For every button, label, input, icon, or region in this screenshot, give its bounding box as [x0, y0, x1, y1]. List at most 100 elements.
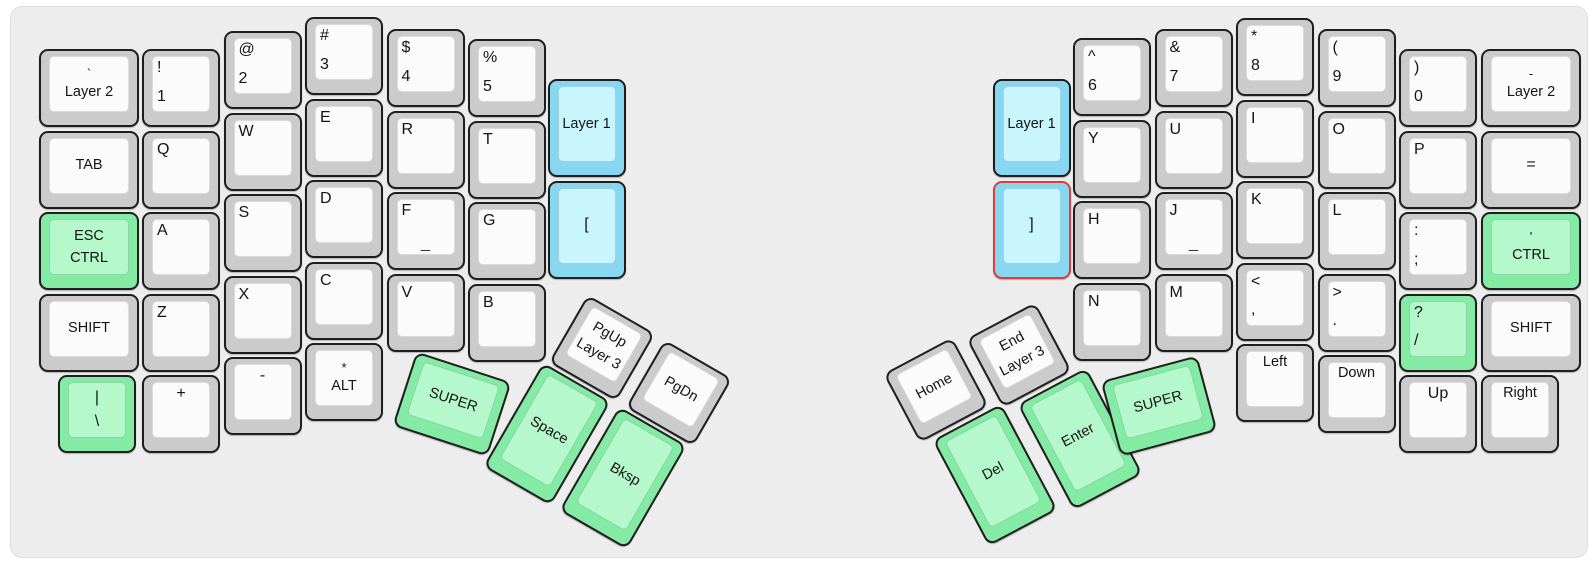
key-pgdn-legend-0: PgDn — [661, 372, 701, 405]
key-8[interactable]: *8 — [1236, 18, 1314, 96]
key-m[interactable]: M — [1154, 273, 1233, 352]
key-j[interactable]: J_ — [1154, 192, 1233, 270]
key-s[interactable]: S — [223, 194, 302, 272]
key-z[interactable]: Z — [142, 293, 220, 372]
key-period[interactable]: >. — [1317, 273, 1396, 352]
key-left-bracket-face: [ — [557, 187, 616, 264]
key-4-face: $4 — [396, 36, 455, 92]
key-3[interactable]: #3 — [305, 17, 383, 95]
key-k[interactable]: K — [1236, 181, 1314, 259]
key-q-legend-0: Q — [157, 140, 170, 158]
key-i-legend-0: I — [1251, 109, 1256, 127]
key-pgdn-face: PgDn — [641, 350, 721, 428]
key-w-legend-0: W — [238, 122, 254, 140]
key-i[interactable]: I — [1236, 99, 1314, 178]
key-7-face: &7 — [1164, 36, 1223, 92]
key-b[interactable]: B — [468, 283, 546, 362]
key-1[interactable]: !1 — [142, 49, 220, 127]
key-y-face: Y — [1083, 126, 1141, 183]
key-r[interactable]: R — [386, 110, 465, 189]
key-slash[interactable]: ?/ — [1399, 293, 1477, 372]
key-super-right[interactable]: SUPER — [1100, 355, 1218, 457]
key-u[interactable]: U — [1154, 110, 1233, 189]
key-layer2-right[interactable]: -Layer 2 — [1481, 49, 1581, 127]
key-n[interactable]: N — [1073, 282, 1151, 361]
key-v[interactable]: V — [386, 273, 465, 352]
key-minus-left-legend-0: - — [259, 367, 266, 384]
key-enter-legend-0: Enter — [1058, 419, 1097, 451]
key-d[interactable]: D — [305, 180, 383, 258]
key-tab[interactable]: TAB — [39, 130, 139, 209]
key-arrow-down-legend-0: Down — [1337, 365, 1376, 381]
key-arrow-right[interactable]: Right — [1481, 375, 1559, 453]
key-layer2-left-legend-1: Layer 2 — [64, 84, 114, 101]
key-x-face: X — [233, 282, 292, 339]
key-layer1-left[interactable]: Layer 1 — [547, 79, 626, 177]
key-comma-legend-0: < — [1251, 272, 1261, 290]
key-w[interactable]: W — [223, 112, 302, 191]
key-4-legend-0: $ — [401, 39, 411, 56]
key-m-legend-0: M — [1169, 283, 1183, 301]
key-t-face: T — [478, 127, 536, 184]
key-s-face: S — [233, 201, 292, 257]
key-equals[interactable]: = — [1481, 130, 1581, 209]
key-pipe-backslash[interactable]: |\ — [58, 375, 136, 453]
key-e[interactable]: E — [305, 98, 383, 177]
key-6-legend-1: 6 — [1088, 76, 1097, 94]
key-shift-left[interactable]: SHIFT — [39, 293, 139, 372]
key-plus-face: + — [152, 382, 210, 438]
key-9[interactable]: (9 — [1317, 29, 1396, 107]
key-quote-ctrl[interactable]: 'CTRL — [1481, 212, 1581, 290]
key-semicolon-legend-1: ; — [1414, 250, 1419, 268]
key-y[interactable]: Y — [1073, 119, 1151, 198]
key-layer2-left[interactable]: ` Layer 2 — [39, 49, 139, 127]
key-comma[interactable]: <, — [1236, 262, 1314, 341]
key-del-face: Del — [944, 414, 1042, 529]
key-h[interactable]: H — [1073, 201, 1151, 279]
key-semicolon[interactable]: :; — [1399, 212, 1477, 290]
key-plus[interactable]: + — [142, 375, 220, 453]
key-k-legend-0: K — [1251, 191, 1262, 208]
key-a-legend-0: A — [157, 222, 168, 239]
key-u-legend-0: U — [1169, 120, 1182, 138]
key-a[interactable]: A — [142, 212, 220, 290]
key-s-legend-0: S — [238, 204, 250, 221]
key-5[interactable]: %5 — [468, 39, 546, 117]
key-0[interactable]: )0 — [1399, 49, 1477, 127]
key-9-legend-0: ( — [1332, 39, 1338, 56]
key-right-bracket[interactable]: ] — [992, 180, 1071, 279]
key-h-legend-0: H — [1088, 211, 1100, 228]
key-t[interactable]: T — [468, 120, 546, 199]
key-left-bracket[interactable]: [ — [547, 180, 626, 279]
key-minus-left[interactable]: - — [223, 357, 302, 435]
key-arrow-left[interactable]: Left — [1236, 344, 1314, 422]
key-3-legend-0: # — [320, 27, 329, 44]
key-arrow-up-face: Up — [1409, 382, 1467, 438]
key-6[interactable]: ^6 — [1073, 38, 1151, 116]
key-4[interactable]: $4 — [386, 29, 465, 107]
key-9-legend-1: 9 — [1332, 67, 1342, 85]
key-l[interactable]: L — [1317, 192, 1396, 270]
key-super-left[interactable]: SUPER — [392, 351, 512, 457]
key-arrow-up[interactable]: Up — [1399, 375, 1477, 453]
key-f[interactable]: F_ — [386, 192, 465, 270]
key-u-face: U — [1164, 117, 1223, 174]
key-x[interactable]: X — [223, 275, 302, 354]
key-pipe-backslash-legend-0: | — [94, 389, 100, 407]
key-alt[interactable]: *ALT — [305, 343, 383, 421]
key-2[interactable]: @2 — [223, 31, 302, 109]
key-shift-right-legend-0: SHIFT — [1510, 320, 1552, 337]
key-c[interactable]: C — [305, 261, 383, 340]
key-7-legend-1: 7 — [1169, 67, 1179, 85]
key-layer1-right[interactable]: Layer 1 — [992, 79, 1071, 177]
key-layer2-left-legend-0: ` — [86, 66, 92, 82]
key-g[interactable]: G — [468, 202, 546, 280]
key-q[interactable]: Q — [142, 130, 220, 209]
key-comma-legend-1: , — [1251, 301, 1256, 319]
key-arrow-down[interactable]: Down — [1317, 355, 1396, 433]
key-shift-right[interactable]: SHIFT — [1481, 293, 1581, 372]
key-o[interactable]: O — [1317, 110, 1396, 189]
key-7[interactable]: &7 — [1154, 29, 1233, 107]
key-p[interactable]: P — [1399, 130, 1477, 209]
